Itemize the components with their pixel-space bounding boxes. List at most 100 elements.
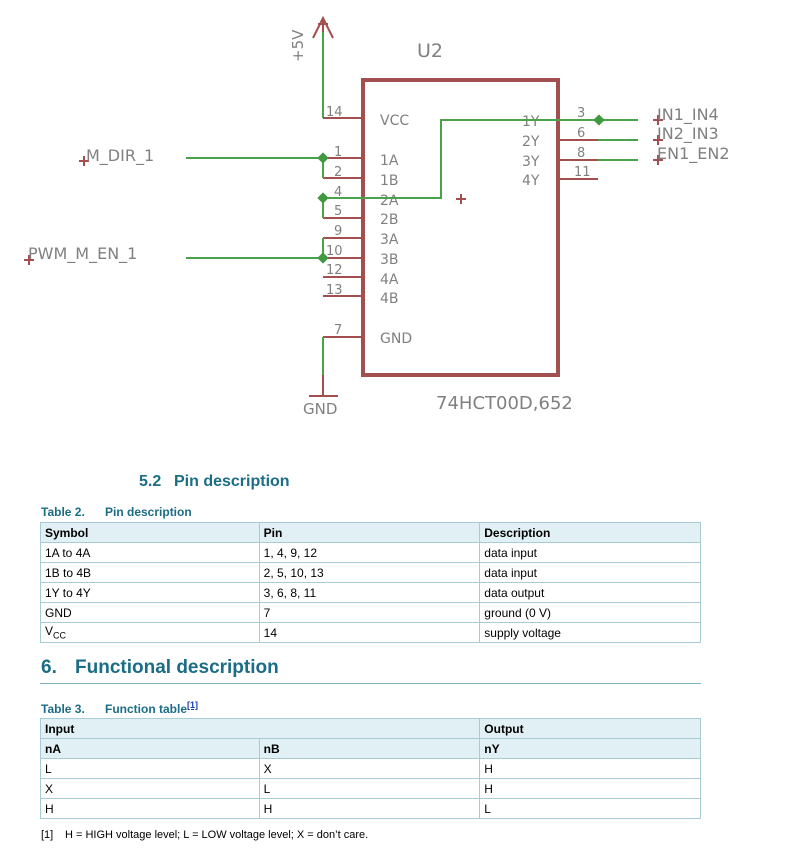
pin-name: 2A [380, 193, 399, 209]
cell-nb: H [258, 798, 481, 819]
cell-description: data input [479, 542, 701, 563]
column-header: Pin [258, 522, 481, 543]
column-header: nB [258, 738, 481, 759]
table-row: 1A to 4A 1, 4, 9, 12 data input [40, 542, 701, 563]
ic-body [361, 78, 560, 377]
pin-number: 2 [334, 165, 342, 180]
symbol-subscript: CC [53, 630, 67, 641]
ground-label: GND [303, 400, 337, 418]
pin-name: 4B [380, 291, 399, 307]
pin-name: 3A [380, 232, 399, 248]
table-header-row: nA nB nY [40, 738, 701, 759]
column-header: Description [479, 522, 701, 543]
cell-description: data input [479, 562, 701, 583]
net-label-en1-en2: EN1_EN2 [657, 144, 730, 164]
column-header: Symbol [40, 522, 260, 543]
footnote-link[interactable]: [1] [187, 700, 198, 710]
table-row: 1B to 4B 2, 5, 10, 13 data input [40, 562, 701, 583]
cell-na: X [40, 778, 260, 799]
pin-number: 8 [577, 146, 585, 161]
origin-cross [456, 194, 466, 204]
pin-name: VCC [380, 113, 409, 129]
caption-title: Pin description [105, 505, 192, 519]
pin-number: 14 [326, 105, 343, 120]
pin-name: 2B [380, 212, 399, 228]
cell-ny: H [479, 758, 701, 779]
caption-number: Table 2. [41, 505, 85, 519]
footnote-text: H = HIGH voltage level; L = LOW voltage … [65, 829, 369, 841]
pin-number: 13 [326, 283, 343, 298]
caption-number: Table 3. [41, 702, 85, 716]
cell-ny: L [479, 798, 701, 819]
cell-nb: X [258, 758, 481, 779]
footnote-number: [1] [41, 829, 54, 841]
pin-number: 9 [334, 224, 342, 239]
cell-symbol: VCC [40, 622, 260, 643]
section-number: 6. [41, 657, 57, 678]
pin-name: 4Y [522, 173, 540, 189]
table-row: 1Y to 4Y 3, 6, 8, 11 data output [40, 582, 701, 603]
part-value: 74HCT00D,652 [436, 393, 573, 414]
footnote: [1] H = HIGH voltage level; L = LOW volta… [41, 829, 368, 841]
part-name: U2 [417, 40, 443, 62]
cell-description: ground (0 V) [479, 602, 701, 623]
net-label-m-dir: M_DIR_1 [86, 146, 154, 166]
pin-number: 4 [334, 185, 342, 200]
pin-name: GND [380, 331, 412, 347]
pin-name: 2Y [522, 134, 540, 150]
column-header: nA [40, 738, 260, 759]
pin-number: 1 [334, 145, 342, 160]
section-divider [40, 683, 701, 684]
cell-nb: L [258, 778, 481, 799]
cell-symbol: 1B to 4B [40, 562, 260, 583]
table-row: L X H [40, 758, 701, 779]
caption-title: Function table [105, 702, 187, 716]
pin-number: 12 [326, 263, 343, 278]
pin-number: 10 [326, 244, 343, 259]
section-heading-6: 6. Functional description [41, 657, 279, 679]
table-3-caption: Table 3. Function table[1] [41, 700, 198, 716]
pin-name: 1A [380, 153, 399, 169]
pin-description-table: Symbol Pin Description 1A to 4A 1, 4, 9,… [40, 522, 701, 643]
pin-name: 1Y [522, 114, 540, 130]
cell-na: H [40, 798, 260, 819]
pin-number: 3 [577, 106, 585, 121]
pin-name: 1B [380, 173, 399, 189]
power-label: +5V [289, 29, 307, 62]
table-row: GND 7 ground (0 V) [40, 602, 701, 623]
pin-name: 4A [380, 272, 399, 288]
table-group-header-row: Input Output [39, 718, 701, 739]
schematic-diagram: +5V U2 14 1 2 4 5 9 10 12 13 7 VCC 1A 1B… [24, 15, 730, 418]
cell-symbol: 1A to 4A [40, 542, 260, 563]
cell-symbol: GND [40, 602, 260, 623]
cell-pin: 2, 5, 10, 13 [258, 562, 481, 583]
net-label-pwm: PWM_M_EN_1 [28, 244, 137, 264]
pin-number: 5 [334, 204, 342, 219]
cell-pin: 3, 6, 8, 11 [258, 582, 481, 603]
cell-ny: H [479, 778, 701, 799]
power-symbol: +5V [289, 15, 334, 62]
pin-number: 11 [574, 165, 591, 180]
section-title: Pin description [174, 473, 290, 490]
table-header-row: Symbol Pin Description [40, 522, 701, 543]
section-title: Functional description [75, 657, 279, 678]
group-header-output: Output [479, 718, 701, 739]
pin-name: 3Y [522, 154, 540, 170]
section-heading-5-2: 5.2 Pin description [139, 473, 290, 491]
cell-description: supply voltage [479, 622, 701, 643]
left-pins [323, 117, 363, 338]
net-label-in1-in4: IN1_IN4 [657, 105, 719, 125]
group-header-input: Input [39, 718, 481, 739]
cell-description: data output [479, 582, 701, 603]
table-row: H H L [40, 798, 701, 819]
cell-na: L [40, 758, 260, 779]
cell-symbol: 1Y to 4Y [40, 582, 260, 603]
table-2-caption: Table 2. Pin description [41, 505, 192, 519]
table-row: X L H [40, 778, 701, 799]
pin-number: 6 [577, 126, 585, 141]
ground-symbol: GND [303, 375, 338, 418]
pin-name: 3B [380, 252, 399, 268]
table-row: VCC 14 supply voltage [40, 622, 701, 643]
symbol-text: V [45, 624, 54, 639]
section-number: 5.2 [139, 473, 162, 490]
